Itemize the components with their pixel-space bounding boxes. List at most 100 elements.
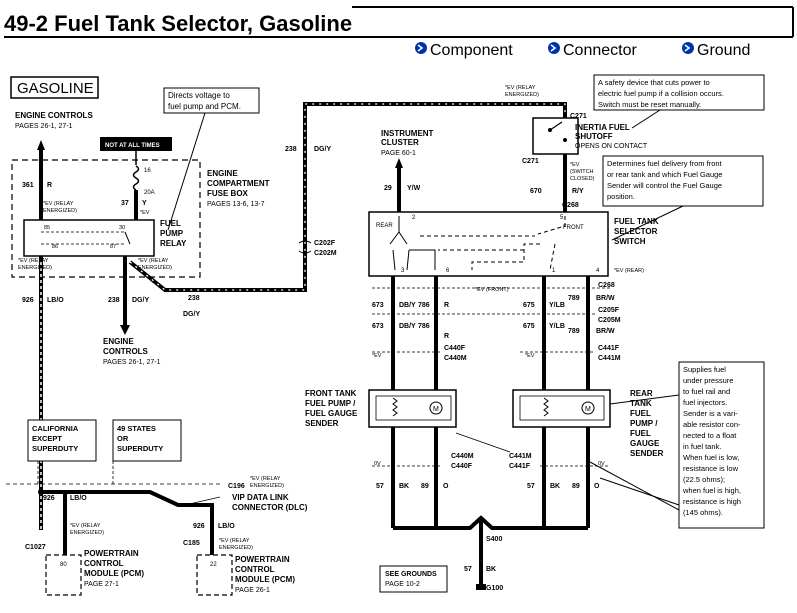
- svg-text:C205F: C205F: [598, 307, 620, 314]
- svg-text:5: 5: [560, 215, 564, 221]
- svg-text:C441F: C441F: [509, 463, 531, 470]
- california-box: [27, 419, 97, 462]
- svg-text:M: M: [433, 406, 439, 413]
- svg-text:C440M: C440M: [444, 355, 467, 362]
- svg-text:*EV: *EV: [525, 353, 535, 359]
- svg-text:C441M: C441M: [598, 355, 621, 362]
- svg-text:*EV (FRONT): *EV (FRONT): [475, 287, 509, 293]
- svg-text:*EV: *EV: [140, 210, 150, 216]
- svg-text:Y/W: Y/W: [407, 185, 421, 192]
- svg-text:DG/Y: DG/Y: [183, 311, 200, 318]
- svg-text:49 STATES: 49 STATES: [117, 424, 156, 433]
- page-title: 49-2 Fuel Tank Selector, Gasoline: [4, 11, 352, 36]
- svg-text:DB/Y: DB/Y: [399, 323, 416, 330]
- not-at-all-times-badge: [100, 137, 172, 151]
- legend-component-link[interactable]: Component: [415, 42, 513, 59]
- svg-text:*EV (RELAY: *EV (RELAY: [18, 258, 49, 264]
- svg-text:CONTROLS: CONTROLS: [103, 347, 149, 356]
- svg-text:fuel injectors.: fuel injectors.: [683, 398, 727, 407]
- svg-text:ENGINE: ENGINE: [207, 169, 238, 178]
- svg-text:CONNECTOR (DLC): CONNECTOR (DLC): [232, 503, 308, 512]
- svg-text:C441M: C441M: [509, 453, 532, 460]
- svg-text:G100: G100: [486, 585, 503, 592]
- svg-text:DG/Y: DG/Y: [132, 297, 149, 304]
- svg-text:*EV (RELAY: *EV (RELAY: [43, 201, 74, 207]
- svg-text:37: 37: [121, 200, 129, 207]
- see-grounds-box[interactable]: [379, 565, 448, 593]
- svg-text:SELECTOR: SELECTOR: [614, 227, 658, 236]
- svg-text:LB/O: LB/O: [70, 495, 87, 502]
- svg-text:EXCEPT: EXCEPT: [32, 434, 62, 443]
- engine-controls-top-pages: PAGES 26-1, 27-1: [15, 123, 73, 130]
- svg-text:SENDER: SENDER: [305, 419, 339, 428]
- svg-text:(22.5 ohms);: (22.5 ohms);: [683, 475, 725, 484]
- svg-text:under pressure: under pressure: [683, 376, 733, 385]
- svg-text:SUPERDUTY: SUPERDUTY: [32, 444, 78, 453]
- svg-text:238: 238: [108, 297, 120, 304]
- fuel-pump-relay: [23, 219, 155, 257]
- inertia-note-box: [593, 74, 765, 111]
- svg-text:INERTIA FUEL: INERTIA FUEL: [575, 123, 630, 132]
- svg-text:CALIFORNIA: CALIFORNIA: [32, 424, 79, 433]
- svg-text:FUEL: FUEL: [630, 429, 651, 438]
- svg-text:238: 238: [188, 295, 200, 302]
- svg-text:FRONT TANK: FRONT TANK: [305, 389, 357, 398]
- legend-ground-link[interactable]: Ground: [682, 42, 750, 59]
- wire-238-main: [128, 102, 567, 292]
- svg-text:ENERGIZED): ENERGIZED): [18, 265, 52, 271]
- svg-text:M: M: [585, 406, 591, 413]
- svg-text:ENERGIZED): ENERGIZED): [219, 545, 253, 551]
- svg-text:789: 789: [568, 295, 580, 302]
- svg-text:16: 16: [144, 168, 151, 174]
- svg-text:*EV: *EV: [372, 353, 382, 359]
- svg-text:86: 86: [52, 244, 58, 250]
- motor-icon: [429, 401, 443, 415]
- fuse-icon: [132, 165, 140, 191]
- svg-text:PUMP /: PUMP /: [630, 419, 658, 428]
- svg-text:PUMP: PUMP: [160, 229, 184, 238]
- svg-text:Component: Component: [430, 42, 513, 59]
- svg-text:CLUSTER: CLUSTER: [381, 138, 419, 147]
- svg-text:6: 6: [446, 268, 450, 274]
- svg-text:when fuel is high,: when fuel is high,: [682, 486, 741, 495]
- svg-text:*EV (RELAY: *EV (RELAY: [138, 258, 169, 264]
- svg-text:CLOSED): CLOSED): [570, 176, 595, 182]
- legend-connector-link[interactable]: Connector: [548, 42, 637, 59]
- svg-text:REAR: REAR: [376, 223, 393, 229]
- svg-text:675: 675: [523, 302, 535, 309]
- svg-text:FUSE BOX: FUSE BOX: [207, 189, 249, 198]
- svg-text:Supplies fuel: Supplies fuel: [683, 365, 726, 374]
- svg-text:22: 22: [210, 562, 217, 568]
- svg-text:Ground: Ground: [697, 42, 750, 59]
- svg-text:FUEL PUMP /: FUEL PUMP /: [305, 399, 356, 408]
- svg-text:R: R: [47, 182, 52, 189]
- svg-text:786: 786: [418, 302, 430, 309]
- svg-text:C1027: C1027: [25, 544, 46, 551]
- svg-text:DG/Y: DG/Y: [314, 146, 331, 153]
- svg-text:A safety device that cuts powe: A safety device that cuts power to: [598, 78, 710, 87]
- svg-text:PAGES 13-6, 13-7: PAGES 13-6, 13-7: [207, 201, 265, 208]
- arrow-up-icon: [37, 140, 45, 150]
- svg-text:C440F: C440F: [444, 345, 466, 352]
- svg-text:789: 789: [568, 328, 580, 335]
- svg-text:or rear tank and which Fuel Ga: or rear tank and which Fuel Gauge: [607, 170, 722, 179]
- svg-text:ENERGIZED): ENERGIZED): [43, 208, 77, 214]
- svg-text:PAGE 60-1: PAGE 60-1: [381, 150, 416, 157]
- variable-resistor-icon: [543, 397, 549, 417]
- svg-text:INSTRUMENT: INSTRUMENT: [381, 129, 434, 138]
- sender-note-box: [678, 361, 765, 529]
- arrow-up-icon: [395, 158, 403, 168]
- ground-bus: [393, 515, 588, 530]
- svg-text:resistance is low: resistance is low: [683, 464, 739, 473]
- svg-text:Sender will control the Fuel G: Sender will control the Fuel Gauge: [607, 181, 722, 190]
- svg-text:89: 89: [572, 483, 580, 490]
- svg-text:CONTROL: CONTROL: [84, 559, 124, 568]
- svg-text:361: 361: [22, 182, 34, 189]
- svg-text:OR: OR: [117, 434, 129, 443]
- svg-text:926: 926: [43, 495, 55, 502]
- svg-text:R: R: [444, 333, 449, 340]
- svg-text:SUPERDUTY: SUPERDUTY: [117, 444, 163, 453]
- svg-text:2: 2: [412, 215, 416, 221]
- relay-note-box: [163, 87, 260, 114]
